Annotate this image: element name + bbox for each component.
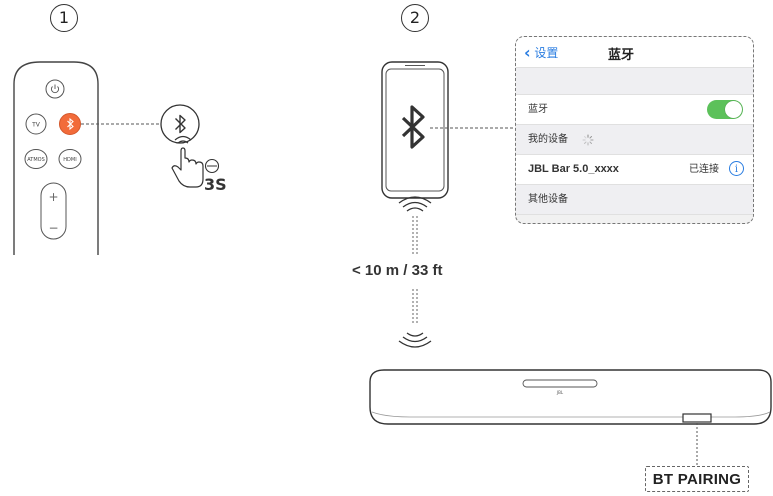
- soundbar: JBL: [369, 369, 772, 425]
- bluetooth-icon: [160, 104, 200, 144]
- my-devices-header: 我的设备: [516, 125, 753, 155]
- hand-press-icon: [171, 135, 204, 188]
- bt-pairing-label: BT PAIRING: [645, 466, 749, 492]
- distance-label: < 10 m / 33 ft: [352, 262, 443, 279]
- hdmi-button[interactable]: HDMI: [58, 149, 82, 169]
- remote-control: [13, 61, 99, 255]
- bluetooth-row-label: 蓝牙: [528, 104, 548, 115]
- info-icon[interactable]: i: [729, 161, 744, 176]
- bluetooth-settings-panel: ‹ 设置 蓝牙 蓝牙 我的设备 JBL Bar 5.0_xxxx 已连接 i 其…: [515, 36, 754, 224]
- back-button[interactable]: ‹ 设置: [524, 43, 558, 62]
- soundbar-logo: JBL: [556, 390, 564, 395]
- wireless-signal-icon-bottom: [398, 332, 432, 348]
- bluetooth-button[interactable]: [59, 113, 81, 135]
- toggle-knob: [725, 101, 742, 118]
- loading-spinner-icon: [582, 134, 594, 146]
- chevron-left-icon: ‹: [524, 43, 531, 62]
- svg-text:TV: TV: [31, 122, 41, 129]
- volume-rocker[interactable]: + −: [40, 182, 67, 240]
- my-devices-label: 我的设备: [528, 134, 568, 145]
- other-devices-label: 其他设备: [528, 194, 568, 205]
- svg-text:−: −: [48, 221, 58, 235]
- distance-line: [412, 216, 418, 325]
- panel-title: 蓝牙: [608, 48, 635, 63]
- hold-duration-label: 3S: [204, 175, 227, 194]
- bluetooth-toggle-row: 蓝牙: [516, 95, 753, 125]
- device-name: JBL Bar 5.0_xxxx: [528, 163, 619, 175]
- svg-text:ATMOS: ATMOS: [27, 157, 45, 163]
- clock-icon: [204, 158, 220, 174]
- phone-bluetooth-icon: [401, 105, 425, 149]
- panel-header: ‹ 设置 蓝牙: [516, 37, 753, 68]
- bt-pairing-button[interactable]: [682, 413, 712, 423]
- section-spacer: [516, 68, 753, 95]
- bluetooth-toggle[interactable]: [707, 100, 743, 119]
- svg-text:+: +: [48, 190, 58, 204]
- power-button[interactable]: [45, 79, 65, 99]
- device-row[interactable]: JBL Bar 5.0_xxxx 已连接 i: [516, 155, 753, 185]
- step-number-2: 2: [401, 4, 429, 32]
- other-devices-header: 其他设备: [516, 185, 753, 215]
- wireless-signal-icon: [398, 196, 432, 212]
- step-number-1: 1: [50, 4, 78, 32]
- device-status: 已连接: [689, 164, 719, 175]
- back-label: 设置: [534, 46, 559, 60]
- tv-button[interactable]: TV: [25, 113, 47, 135]
- atmos-button[interactable]: ATMOS: [24, 149, 48, 169]
- svg-text:HDMI: HDMI: [63, 157, 76, 163]
